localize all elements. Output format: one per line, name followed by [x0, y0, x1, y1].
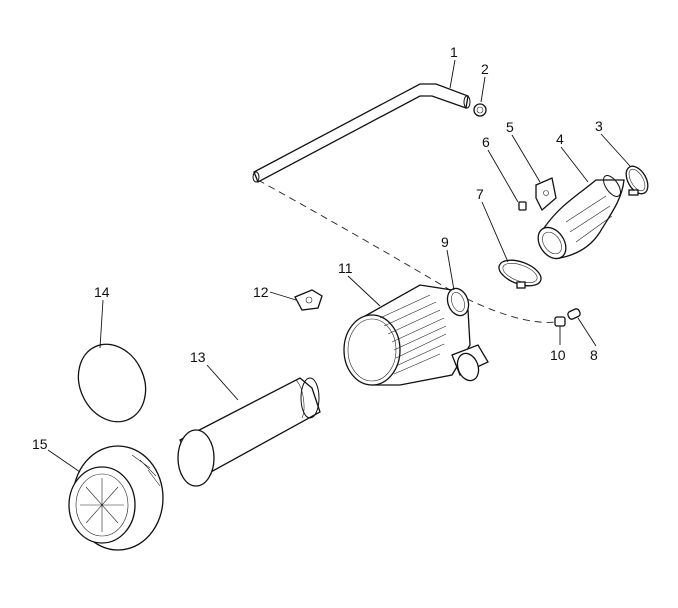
callout-1: 1 — [450, 44, 458, 60]
part-12-clip — [294, 289, 323, 311]
callout-10: 10 — [550, 347, 566, 363]
part-10-fitting — [554, 316, 566, 327]
callout-11: 11 — [338, 260, 353, 276]
callout-6: 6 — [482, 134, 490, 150]
part-13-filter-element — [177, 377, 321, 487]
callout-8: 8 — [590, 347, 598, 363]
callout-14: 14 — [94, 284, 110, 300]
part-9-inlet — [446, 287, 470, 317]
callout-2: 2 — [481, 61, 489, 77]
part-15-end-cover — [68, 445, 164, 551]
leader-lines — [47, 59, 631, 473]
part-14-gasket — [77, 343, 147, 423]
part-6-screw — [518, 201, 527, 211]
part-7-clamp — [498, 259, 542, 289]
part-1-tube — [252, 83, 471, 183]
callout-5: 5 — [506, 119, 514, 135]
callout-3: 3 — [595, 118, 603, 134]
assembly-line — [257, 179, 557, 323]
callout-7: 7 — [476, 186, 484, 202]
callout-12: 12 — [253, 284, 269, 300]
part-8-fitting — [567, 308, 581, 320]
callout-9: 9 — [441, 234, 449, 250]
callout-4: 4 — [556, 131, 564, 147]
part-2-cap — [473, 103, 487, 117]
part-11-filter-housing — [343, 284, 489, 386]
part-5-bracket — [535, 177, 557, 212]
part-4-elbow-hose — [537, 175, 625, 260]
callout-15: 15 — [32, 436, 48, 452]
part-3-clamp — [625, 165, 649, 196]
callout-13: 13 — [190, 349, 206, 365]
